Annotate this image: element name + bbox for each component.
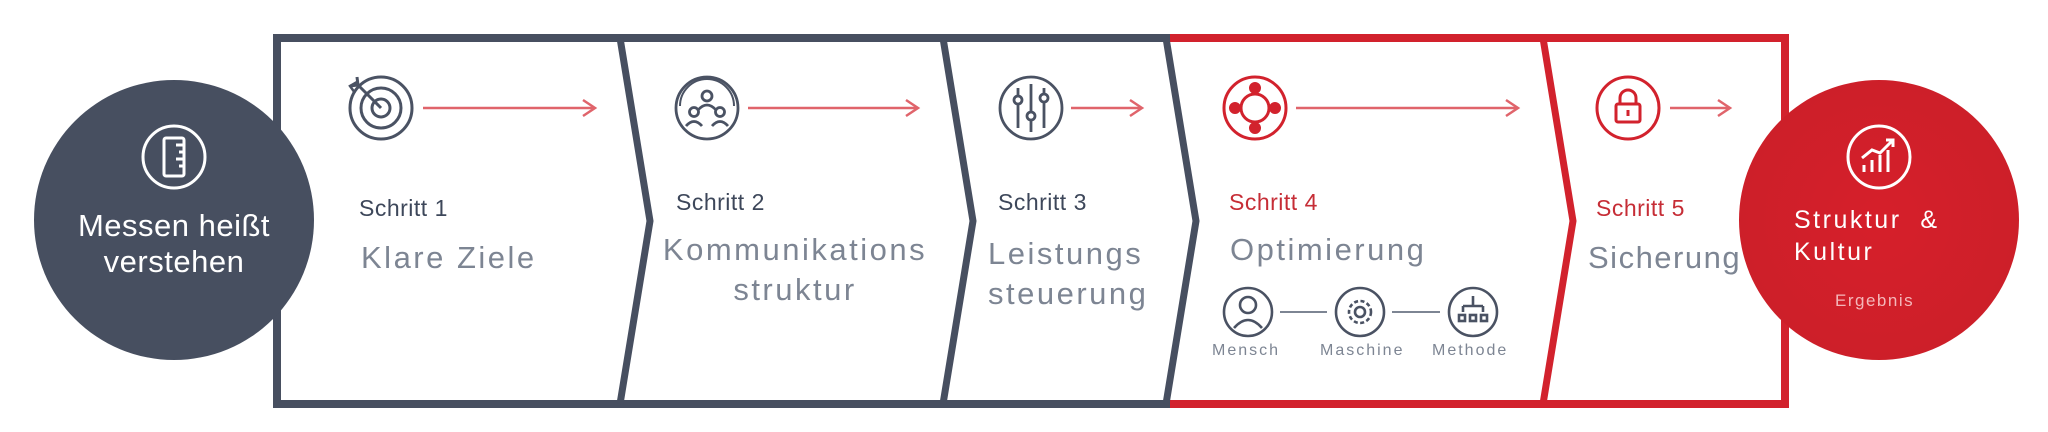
person-icon xyxy=(1222,286,1274,338)
step-3-title-line-1: Leistungs xyxy=(988,236,1144,271)
arrow-step-1 xyxy=(423,98,598,118)
left-circle xyxy=(34,80,314,360)
step-4-label: Schritt 4 xyxy=(1229,189,1318,215)
step-3-title: Leistungs steuerung xyxy=(988,234,1148,314)
arrow-step-3 xyxy=(1071,98,1145,118)
target-icon xyxy=(348,75,414,141)
step-1-title: Klare Ziele xyxy=(361,240,537,275)
sliders-icon xyxy=(998,75,1064,141)
arrow-step-4 xyxy=(1296,98,1521,118)
step-1-label: Schritt 1 xyxy=(359,195,448,221)
team-icon xyxy=(674,75,740,141)
right-circle xyxy=(1739,80,2019,360)
arrow-step-2 xyxy=(748,98,921,118)
right-circle-subtitle: Ergebnis xyxy=(1835,291,1915,310)
step-4-title: Optimierung xyxy=(1230,232,1427,267)
chevron-divider-3 xyxy=(1162,37,1200,405)
left-circle-title: Messen heißt verstehen xyxy=(54,208,294,280)
right-circle-line-1: Struktur & xyxy=(1794,206,1940,234)
cycle-icon xyxy=(1222,75,1288,141)
step-5-title: Sicherung xyxy=(1588,240,1742,275)
factor-label-mensch: Mensch xyxy=(1212,342,1281,359)
arrow-step-5 xyxy=(1670,98,1733,118)
chevron-divider-2 xyxy=(939,37,977,405)
chevron-divider-1 xyxy=(616,37,654,405)
chevron-divider-4 xyxy=(1539,37,1577,405)
factor-label-maschine: Maschine xyxy=(1320,342,1405,359)
factor-label-methode: Methode xyxy=(1432,342,1509,359)
step-5-label: Schritt 5 xyxy=(1596,195,1685,221)
right-circle-line-2: Kultur xyxy=(1794,238,1875,266)
step-3-title-line-2: steuerung xyxy=(988,276,1149,311)
network-icon xyxy=(1447,286,1499,338)
left-circle-line-2: verstehen xyxy=(103,244,245,279)
growth-chart-icon xyxy=(1846,124,1912,190)
step-2-title-line-2: struktur xyxy=(733,272,857,307)
ruler-icon xyxy=(141,124,207,190)
step-3-label: Schritt 3 xyxy=(998,189,1087,215)
step-2-title-line-1: Kommunikations xyxy=(662,232,928,267)
right-circle-title: Struktur & Kultur xyxy=(1794,204,1940,268)
lock-icon xyxy=(1595,75,1661,141)
step-2-label: Schritt 2 xyxy=(676,189,765,215)
left-circle-line-1: Messen heißt xyxy=(77,208,271,243)
step-2-title: Kommunikations struktur xyxy=(660,230,930,310)
gear-icon xyxy=(1334,286,1386,338)
